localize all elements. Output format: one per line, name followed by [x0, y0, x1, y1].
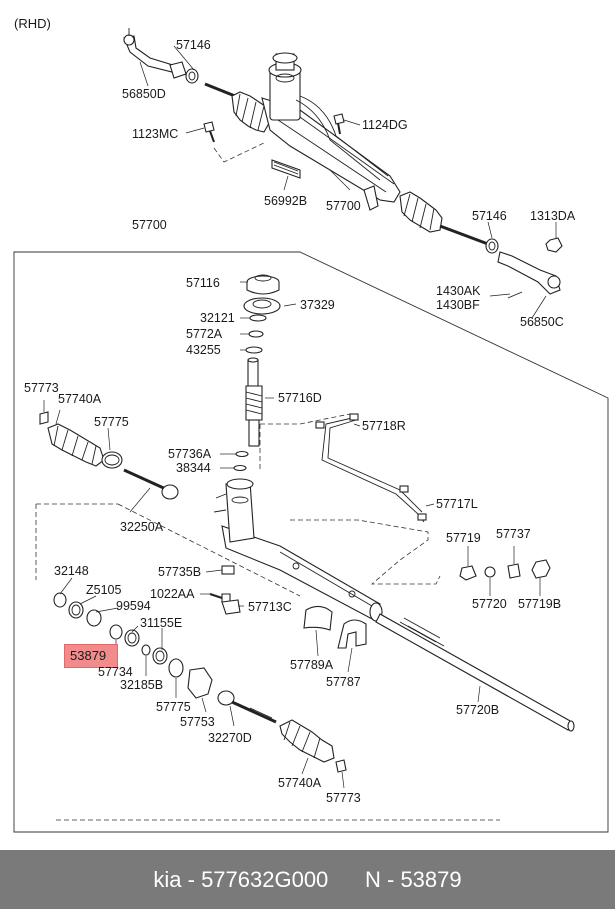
footer-dash: - — [181, 866, 202, 892]
label-1022AA: 1022AA — [150, 587, 195, 601]
label-57736A: 57736A — [168, 447, 212, 461]
parts-diagram: (RHD) 57146 56850D 1123MC 1124DG 56992B … — [13, 16, 609, 833]
label-57716D: 57716D — [278, 391, 322, 405]
label-99594: 99594 — [116, 599, 151, 613]
footer-sep: N — [364, 866, 381, 892]
label-57775-top: 57775 — [94, 415, 129, 429]
label-57700-group: 57700 — [132, 218, 167, 232]
label-57700-top: 57700 — [326, 199, 361, 213]
label-57773-bottom: 57773 — [326, 791, 361, 805]
label-1430AK: 1430AK — [436, 284, 481, 298]
label-57734: 57734 — [98, 665, 133, 679]
footer-dash-2: - — [380, 866, 401, 892]
variant-label: (RHD) — [14, 16, 51, 31]
label-57787: 57787 — [326, 675, 361, 689]
top-assembly — [123, 28, 563, 299]
label-1123MC: 1123MC — [132, 127, 179, 141]
label-32148: 32148 — [54, 564, 89, 578]
label-57146-right: 57146 — [472, 209, 507, 223]
label-Z5105: Z5105 — [86, 583, 122, 597]
label-5772A: 5772A — [186, 327, 223, 341]
label-31155E: 31155E — [140, 616, 183, 630]
footer-item-number: 53879 — [400, 866, 462, 892]
label-57735B: 57735B — [158, 565, 202, 579]
highlight-box — [64, 644, 118, 668]
exploded-parts — [39, 274, 575, 773]
label-56992B: 56992B — [264, 194, 308, 208]
label-56850D: 56850D — [122, 87, 166, 101]
group-frame — [13, 251, 609, 833]
label-32270D: 32270D — [208, 731, 252, 745]
diagram-drawing — [13, 28, 609, 833]
label-32250A: 32250A — [120, 520, 164, 534]
leader-lines — [43, 45, 557, 789]
footer-part-number: 577632G000 — [201, 866, 329, 892]
label-53879: 53879 — [70, 648, 107, 663]
footer-bar: kia - 577632G000 N - 53879 — [0, 850, 615, 909]
label-57720: 57720 — [472, 597, 507, 611]
label-57775-bottom: 57775 — [156, 700, 191, 714]
label-57116: 57116 — [186, 276, 220, 290]
label-57717L: 57717L — [436, 497, 478, 511]
label-57713C: 57713C — [248, 600, 292, 614]
label-57719: 57719 — [446, 531, 481, 545]
label-1430BF: 1430BF — [436, 298, 480, 312]
label-57753: 57753 — [180, 715, 215, 729]
label-57146-top: 57146 — [176, 38, 211, 52]
label-57773-top: 57773 — [24, 381, 59, 395]
label-57719B: 57719B — [518, 597, 562, 611]
label-1124DG: 1124DG — [362, 118, 408, 132]
footer-brand: kia — [153, 866, 182, 892]
label-32121: 32121 — [200, 311, 235, 325]
label-57720B: 57720B — [456, 703, 500, 717]
label-57740A-bottom: 57740A — [278, 776, 322, 790]
label-57737: 57737 — [496, 527, 531, 541]
label-38344: 38344 — [176, 461, 211, 475]
label-56850C: 56850C — [520, 315, 564, 329]
label-37329: 37329 — [300, 298, 335, 312]
label-32185B: 32185B — [120, 678, 164, 692]
label-57718R: 57718R — [362, 419, 406, 433]
label-43255: 43255 — [186, 343, 221, 357]
footer-gap — [328, 867, 365, 893]
label-57740A-top: 57740A — [58, 392, 102, 406]
label-1313DA: 1313DA — [530, 209, 576, 223]
label-57789A: 57789A — [290, 658, 334, 672]
